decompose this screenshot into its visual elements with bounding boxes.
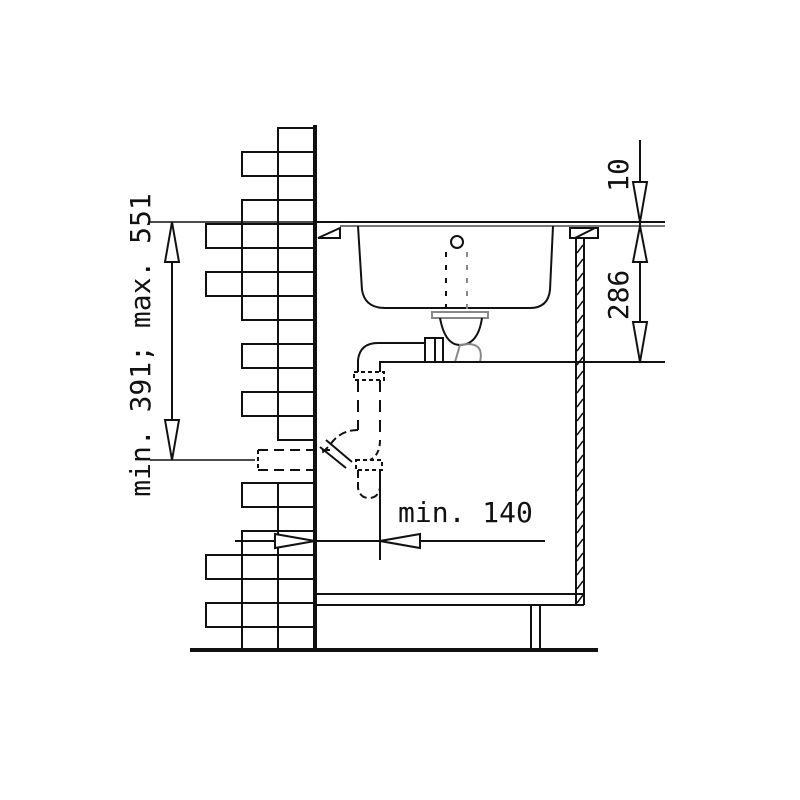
brick xyxy=(241,247,279,273)
brick xyxy=(277,578,316,604)
cabinet-hatch xyxy=(576,342,584,352)
brick xyxy=(277,151,316,177)
cabinet-hatch xyxy=(576,440,584,450)
dimension-bowl-depth: 286 xyxy=(602,270,635,321)
brick xyxy=(277,602,316,628)
cabinet-leg xyxy=(530,604,541,651)
cabinet-hatch xyxy=(576,482,584,492)
brick xyxy=(205,602,243,628)
cabinet-hatch xyxy=(576,286,584,296)
brick xyxy=(241,223,279,249)
dimension-wall-distance-label: min. 140 xyxy=(398,496,533,529)
brick xyxy=(277,506,316,532)
dimension-wall-distance xyxy=(235,475,545,560)
brick xyxy=(241,295,279,321)
brick xyxy=(241,578,279,604)
brick xyxy=(241,271,279,297)
brick xyxy=(241,530,279,556)
brick xyxy=(205,271,243,297)
brick xyxy=(277,554,316,580)
cabinet-hatch xyxy=(576,496,584,506)
brick xyxy=(277,199,316,225)
dimension-countertop-thickness: 10 xyxy=(602,158,635,192)
brick xyxy=(277,343,316,369)
cabinet-hatch xyxy=(576,384,584,394)
brick xyxy=(277,175,316,201)
cabinet-hatch xyxy=(576,258,584,268)
brick xyxy=(277,482,316,508)
brick-wall xyxy=(205,127,316,651)
cabinet-hatch xyxy=(576,244,584,254)
cabinet-hatch xyxy=(576,552,584,562)
cabinet-hatch xyxy=(576,594,584,604)
cabinet-hatch xyxy=(576,524,584,534)
brick xyxy=(277,319,316,345)
cabinet-hatch xyxy=(576,398,584,408)
brick xyxy=(277,415,316,441)
cabinet-hatch xyxy=(576,328,584,338)
cabinet-hatch xyxy=(576,566,584,576)
cabinet-hatch xyxy=(576,538,584,548)
brick xyxy=(241,626,279,651)
cabinet-hatch xyxy=(576,454,584,464)
brick xyxy=(277,271,316,297)
brick xyxy=(205,554,243,580)
brick xyxy=(277,247,316,273)
brick xyxy=(241,391,279,417)
brick xyxy=(241,554,279,580)
countertop xyxy=(315,221,665,239)
overflow-hole xyxy=(450,235,464,249)
cabinet-hatch xyxy=(576,300,584,310)
brick xyxy=(277,127,316,153)
brick xyxy=(277,295,316,321)
brick xyxy=(277,391,316,417)
brick xyxy=(277,367,316,393)
cabinet-hatch xyxy=(576,272,584,282)
dimension-right xyxy=(430,140,665,363)
dimension-left xyxy=(150,221,340,461)
brick xyxy=(205,223,243,249)
brick xyxy=(241,343,279,369)
brick xyxy=(241,602,279,628)
brick xyxy=(277,223,316,249)
cabinet xyxy=(315,238,585,651)
brick xyxy=(277,626,316,651)
cabinet-hatch xyxy=(576,370,584,380)
cabinet-hatch xyxy=(576,580,584,590)
drain-trap xyxy=(257,311,489,500)
brick xyxy=(241,482,279,508)
cabinet-hatch xyxy=(576,412,584,422)
cabinet-hatch xyxy=(576,510,584,520)
brick xyxy=(241,199,279,225)
brick xyxy=(241,151,279,177)
cabinet-hatch xyxy=(576,314,584,324)
cabinet-hatch xyxy=(576,426,584,436)
cabinet-hatch xyxy=(576,468,584,478)
sink-bowl xyxy=(357,225,554,312)
dimension-drain-height: min. 391; max. 551 xyxy=(124,193,157,496)
